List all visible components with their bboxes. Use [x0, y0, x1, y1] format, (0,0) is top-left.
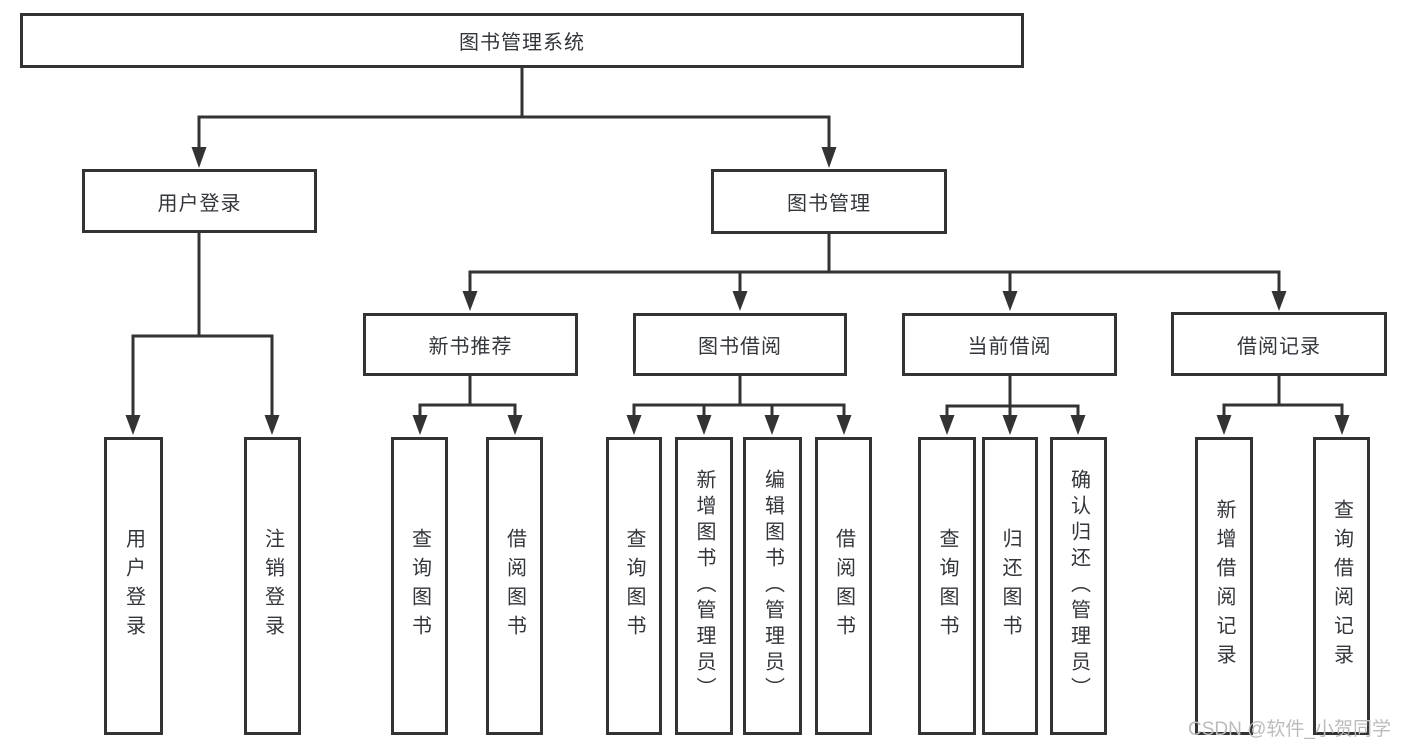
- arrowhead: [626, 415, 642, 435]
- arrowhead: [836, 415, 852, 435]
- node-borrow-record: 借阅记录: [1171, 312, 1387, 376]
- node-leaf-add-books-admin: 新增图书（管理员）: [675, 437, 733, 735]
- leaf-label: 用户登录: [122, 528, 145, 644]
- connector-current-borrow: [945, 376, 1080, 418]
- arrowhead: [1216, 415, 1232, 435]
- node-leaf-query-books-recommend: 查询图书: [391, 437, 448, 735]
- arrowhead: [696, 415, 712, 435]
- node-leaf-query-books-current: 查询图书: [918, 437, 976, 735]
- connector-book-borrow: [632, 376, 846, 418]
- node-leaf-borrow-books: 借阅图书: [815, 437, 872, 735]
- connector-root: [197, 68, 831, 149]
- arrowhead: [264, 415, 280, 435]
- leaf-label: 新增图书（管理员）: [693, 469, 715, 703]
- arrowhead: [462, 291, 478, 311]
- node-leaf-edit-books-admin: 编辑图书（管理员）: [743, 437, 802, 735]
- arrowhead: [507, 415, 523, 435]
- connector-borrow-record: [1222, 376, 1344, 418]
- arrowheads: [125, 147, 1350, 435]
- node-user-login: 用户登录: [82, 169, 317, 233]
- node-root: 图书管理系统: [20, 13, 1024, 68]
- leaf-label: 注销登录: [261, 528, 284, 644]
- leaf-label: 借阅图书: [832, 528, 855, 644]
- leaf-label: 确认归还（管理员）: [1067, 469, 1090, 703]
- arrowhead: [1002, 415, 1018, 435]
- leaf-label: 查询图书: [623, 528, 645, 644]
- leaf-label: 查询图书: [408, 528, 431, 644]
- node-leaf-return-books: 归还图书: [982, 437, 1038, 735]
- node-leaf-borrow-books-recommend: 借阅图书: [486, 437, 543, 735]
- arrowhead: [191, 147, 207, 168]
- watermark: CSDN @软件_小贺同学: [1188, 719, 1391, 740]
- arrowhead: [1002, 291, 1018, 311]
- connector-user-login: [131, 233, 274, 418]
- node-book-borrow: 图书借阅: [633, 313, 847, 376]
- arrowhead: [1334, 415, 1350, 435]
- arrowhead: [1271, 291, 1287, 311]
- node-new-book-recommend: 新书推荐: [363, 313, 578, 376]
- node-leaf-add-borrow-record: 新增借阅记录: [1195, 437, 1253, 735]
- node-leaf-logout: 注销登录: [244, 437, 301, 735]
- connector-new-book: [418, 376, 517, 418]
- node-leaf-query-books-borrow: 查询图书: [606, 437, 662, 735]
- leaf-label: 新增借阅记录: [1213, 499, 1235, 673]
- arrowhead: [412, 415, 428, 435]
- node-book-management: 图书管理: [711, 169, 947, 234]
- node-leaf-confirm-return-admin: 确认归还（管理员）: [1050, 437, 1107, 735]
- arrowhead: [732, 291, 748, 311]
- arrowhead: [821, 147, 837, 168]
- arrowhead: [1070, 415, 1086, 435]
- connector-book-mgmt: [468, 234, 1281, 294]
- leaf-label: 编辑图书（管理员）: [761, 469, 784, 703]
- node-current-borrow: 当前借阅: [902, 313, 1117, 376]
- leaf-label: 查询图书: [936, 528, 958, 644]
- node-leaf-query-borrow-record: 查询借阅记录: [1313, 437, 1370, 735]
- arrowhead: [125, 415, 141, 435]
- arrowhead: [939, 415, 955, 435]
- arrowhead: [764, 415, 780, 435]
- leaf-label: 查询借阅记录: [1330, 499, 1353, 673]
- node-leaf-user-login: 用户登录: [104, 437, 163, 735]
- leaf-label: 借阅图书: [503, 528, 526, 644]
- leaf-label: 归还图书: [999, 528, 1021, 644]
